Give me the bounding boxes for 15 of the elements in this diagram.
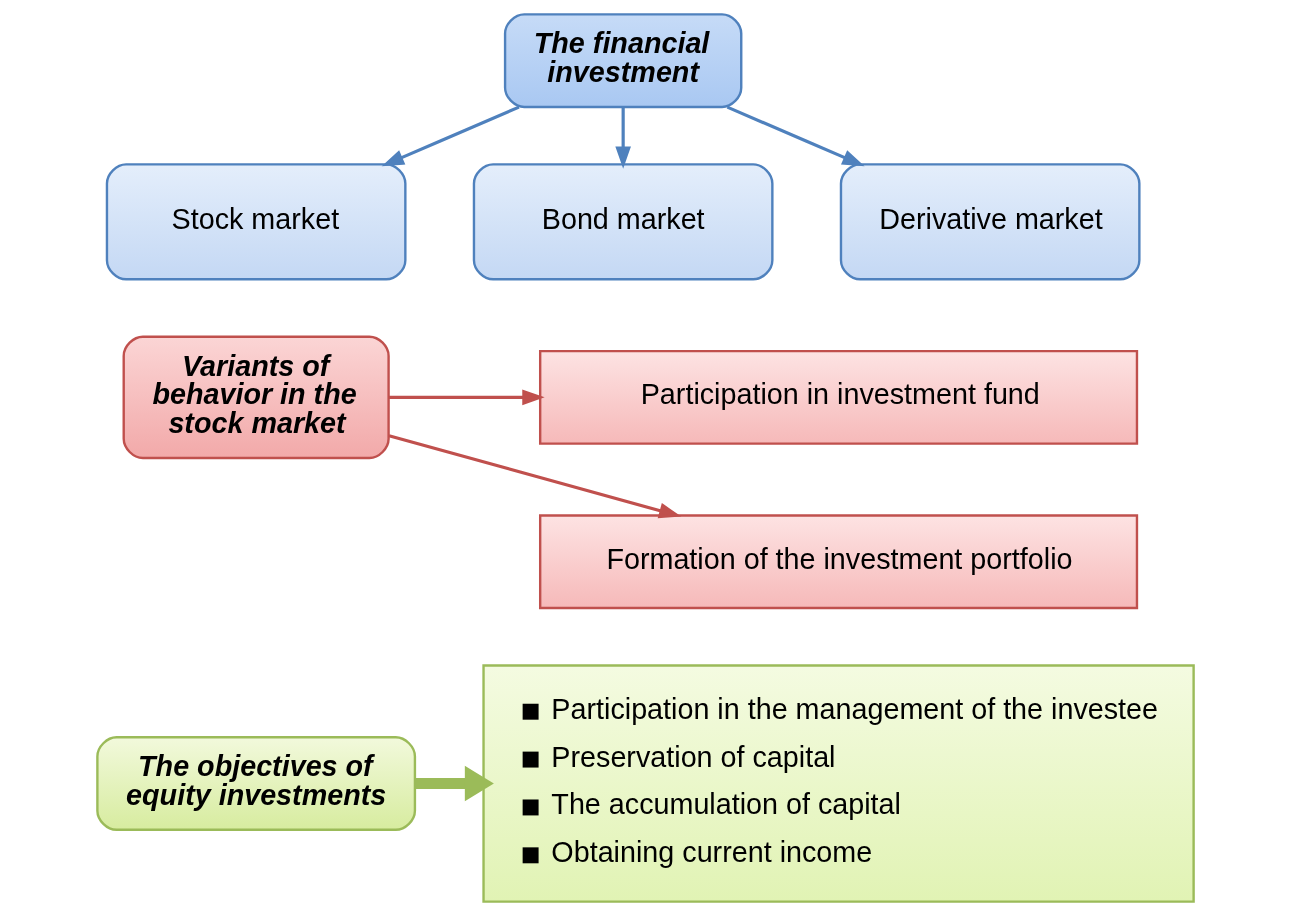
node-box: Participation in investment fund	[539, 349, 1139, 445]
arrow	[388, 434, 682, 519]
node-box: Stock market	[105, 163, 407, 281]
arrow	[615, 107, 631, 169]
arrow	[388, 389, 545, 406]
node-box: Bond market	[472, 163, 774, 281]
node-box: The objectives of equity investments	[96, 736, 417, 831]
node-box: The financial investment	[503, 13, 743, 109]
arrow	[726, 105, 865, 167]
node-box: Derivative market	[839, 163, 1141, 281]
node-box: Variants of behavior in the stock market	[122, 335, 390, 460]
arrow	[415, 765, 494, 802]
node-box: Formation of the investment portfolio	[539, 514, 1139, 610]
arrow	[381, 105, 520, 167]
node-box: Participation in the management of the investee Preservation of capital The accumulation of capital Obtaining current income	[482, 664, 1195, 903]
